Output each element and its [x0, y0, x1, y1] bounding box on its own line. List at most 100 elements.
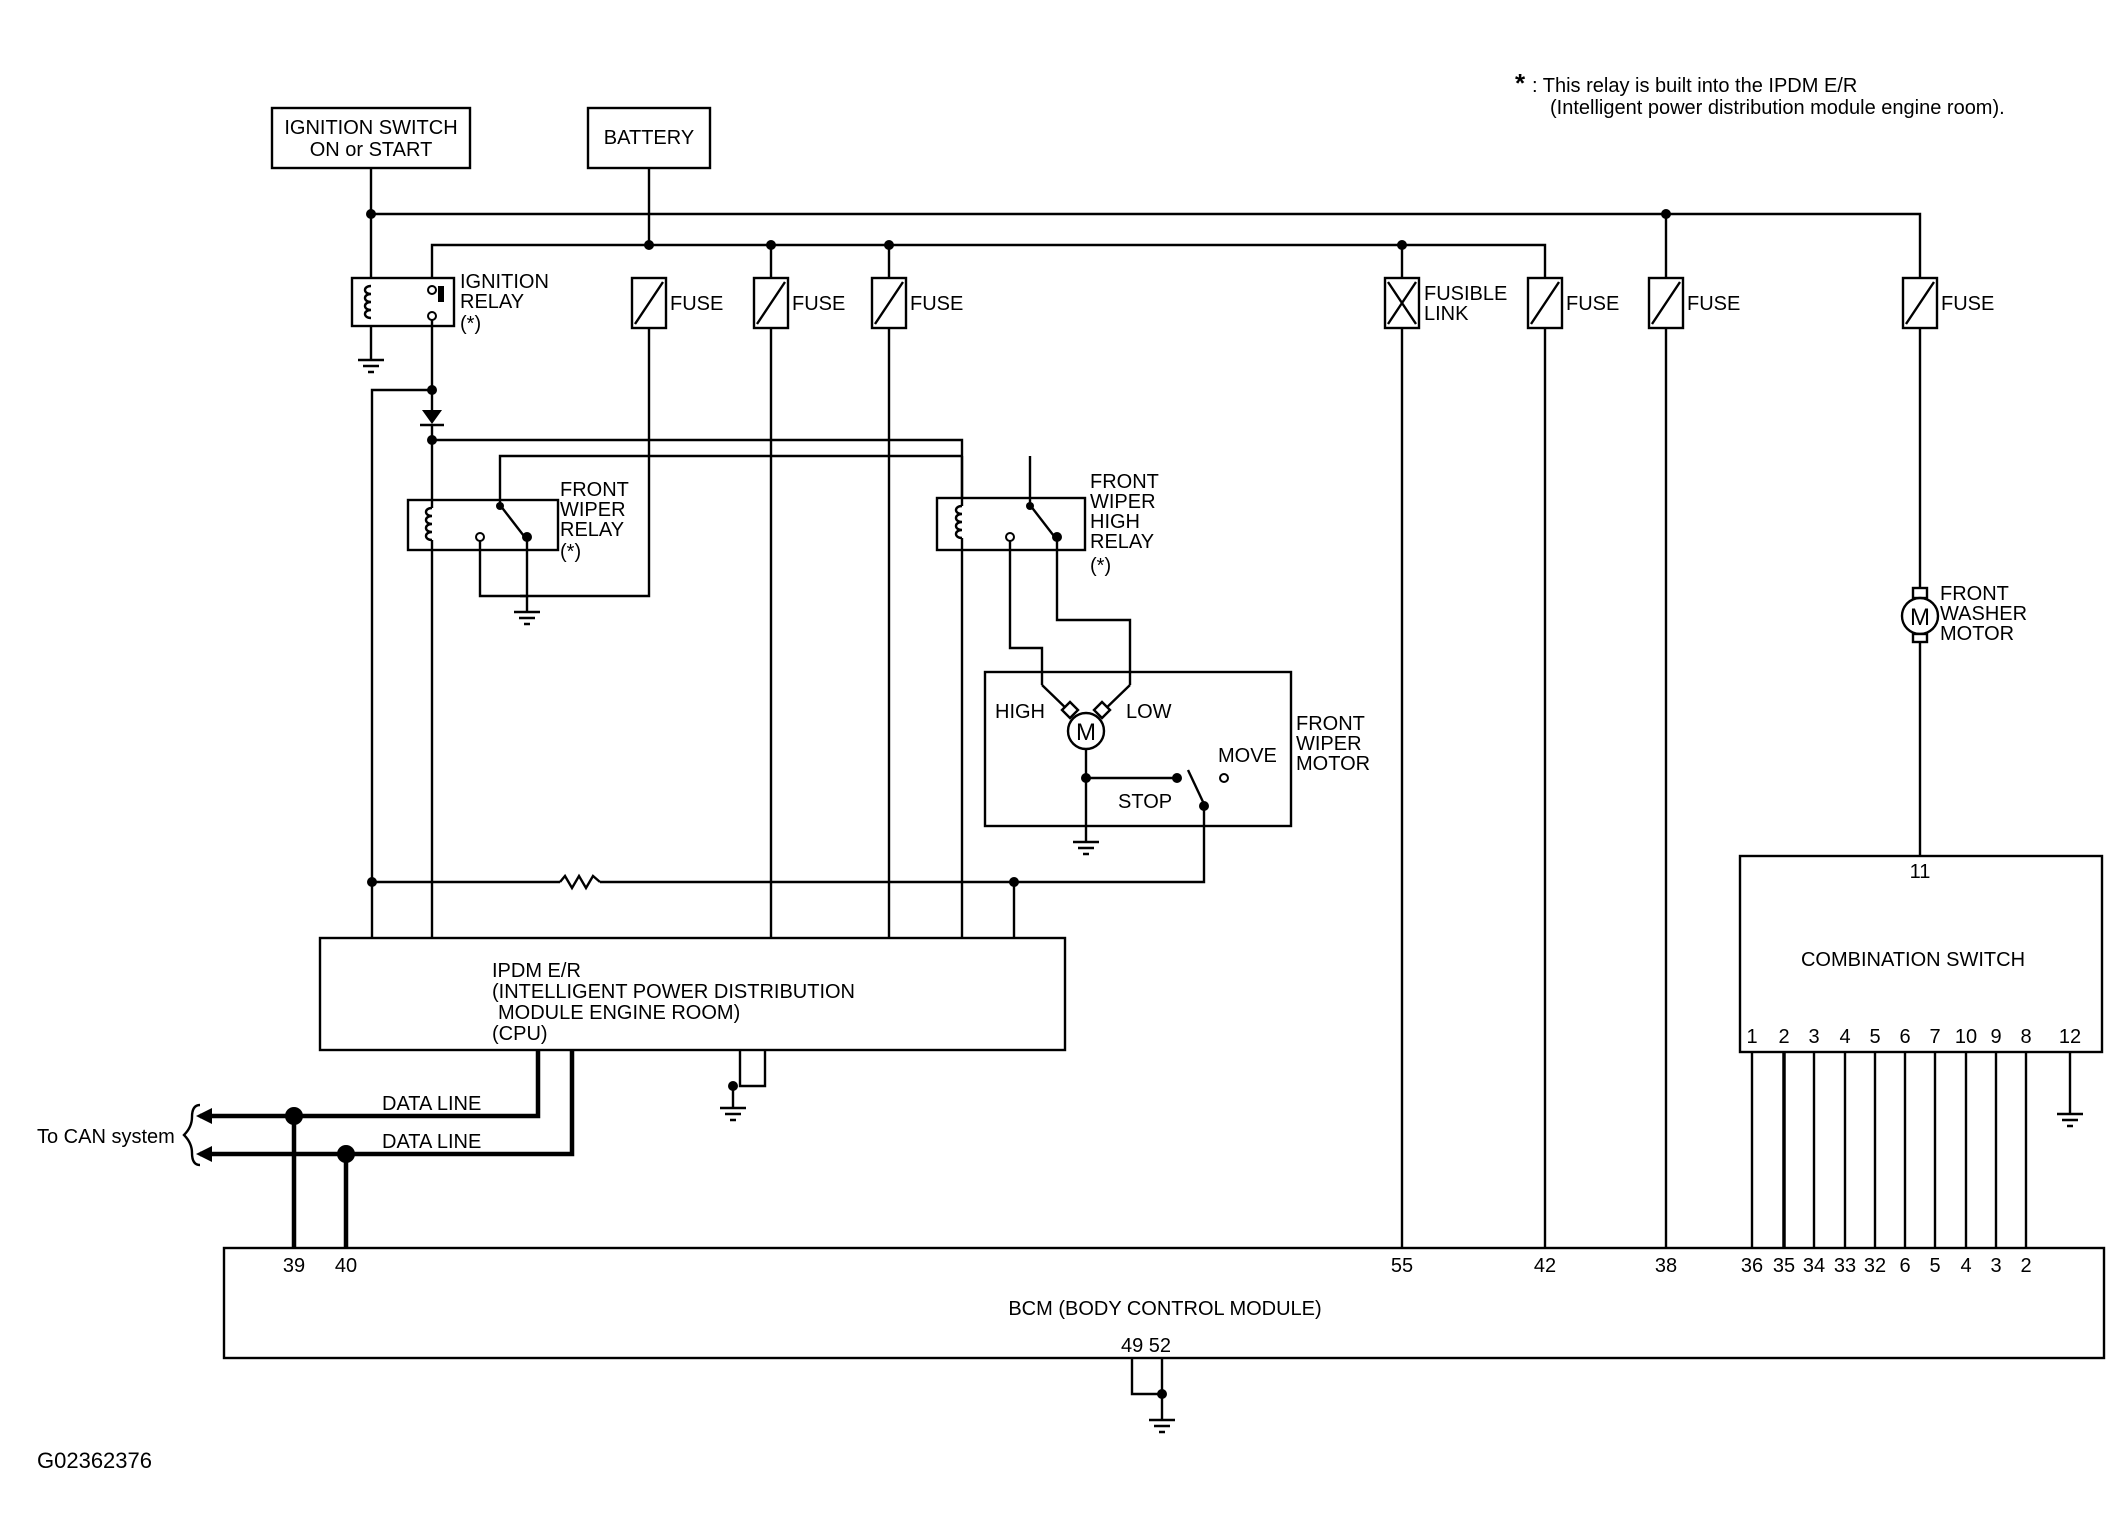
ignition-switch-line-1: IGNITION SWITCH [284, 117, 457, 139]
fuse-element [756, 281, 786, 325]
washer-motor-m: M [1910, 604, 1930, 631]
wiper-motor-low: LOW [1126, 701, 1172, 723]
ignition-bus-wire [369, 168, 1922, 278]
ignition-switch: IGNITION SWITCH ON or START [270, 106, 472, 170]
front-wiper-motor-line-3: MOTOR [1296, 753, 1370, 775]
combination-switch-pin-label: 7 [1929, 1026, 1940, 1048]
front-wiper-high-relay-coil [954, 504, 963, 540]
bcm-pin-39: 39 [283, 1255, 305, 1277]
high-brush [1060, 700, 1080, 720]
front-wiper-motor-line-2: WIPER [1296, 733, 1362, 755]
wiper-motor-high-wire [1008, 541, 1044, 685]
fuse-label: FUSE [670, 293, 723, 315]
relay-note: * : This relay is built into the IPDM E/… [1515, 68, 2005, 119]
ipdm-er: IPDM E/R (INTELLIGENT POWER DISTRIBUTION… [318, 936, 1067, 1122]
battery-box [586, 106, 712, 170]
front-washer-motor-line-1: FRONT [1940, 583, 2009, 605]
auto-stop-signal-wire [372, 806, 1206, 884]
fuse-element [1905, 281, 1935, 325]
low-brush [1092, 700, 1112, 720]
bcm-title: BCM (BODY CONTROL MODULE) [1008, 1298, 1321, 1320]
front-wiper-motor-box [983, 670, 1293, 828]
contact-terminal [427, 285, 437, 295]
fuse-label: FUSE [910, 293, 963, 315]
auto-stop-switch-arm [1186, 769, 1206, 805]
ipdm-feed-wire [370, 388, 432, 938]
front-wiper-relay-coil [424, 506, 433, 542]
can-data-lines: To CAN system DATA LINE DATA LINE [37, 1050, 575, 1248]
ground-symbol [1073, 778, 1099, 856]
junction-dot [644, 240, 654, 250]
bcm-pin-label: 38 [1655, 1255, 1677, 1277]
fuse-label: FUSE [1566, 293, 1619, 315]
combination-switch-ground [2057, 1052, 2083, 1128]
ignition-switch-line-2: ON or START [310, 139, 433, 161]
combination-switch-title: COMBINATION SWITCH [1801, 949, 2025, 971]
combination-switch-pin-label: 2 [1778, 1026, 1789, 1048]
combination-switch-pin-label: 8 [2020, 1026, 2031, 1048]
front-wiper-high-relay-switch-arm [1029, 504, 1058, 541]
fuses: FUSE FUSE FUSE FUSIBLE LINK FUSE FUSE FU… [520, 214, 1994, 1248]
front-washer-motor: M FRONT WASHER MOTOR [1900, 583, 2027, 645]
ground-symbol [358, 326, 384, 374]
contact-terminal [1005, 532, 1015, 542]
combination-switch-pin-label: 6 [1899, 1026, 1910, 1048]
bcm-pin-label: 35 [1773, 1255, 1795, 1277]
fuse-element [634, 281, 664, 325]
can-system-label: To CAN system [37, 1126, 175, 1148]
bcm-pin-label: 36 [1741, 1255, 1763, 1277]
front-wiper-relay-loop [478, 541, 529, 598]
bcm-pin-label: 2 [2020, 1255, 2031, 1277]
ipdm-er-box [318, 936, 1067, 1052]
ignition-relay: IGNITION RELAY (*) [350, 214, 964, 938]
junction-dot [367, 877, 377, 887]
front-wiper-relay-line-2: WIPER [560, 499, 626, 521]
front-wiper-high-relay-line-3: HIGH [1090, 511, 1140, 533]
bcm-pin-label: 6 [1899, 1255, 1910, 1277]
note-symbol: * [1515, 68, 1526, 98]
fuse-label: FUSE [792, 293, 845, 315]
bcm-ground [1130, 1358, 1175, 1434]
ipdm-line-4: (CPU) [492, 1023, 548, 1045]
front-washer-motor-line-2: WASHER [1940, 603, 2027, 625]
wiper-motor-move: MOVE [1218, 745, 1277, 767]
data-line-2 [200, 1050, 575, 1157]
ignition-relay-contact [438, 286, 444, 302]
combination-switch-pin-label: 9 [1990, 1026, 2001, 1048]
resistor-symbol [559, 873, 601, 891]
fuse-element [874, 281, 904, 325]
fuse-label: FUSE [1941, 293, 1994, 315]
battery-label: BATTERY [604, 127, 694, 149]
bcm-box [222, 1246, 2106, 1360]
switch-contact [1052, 532, 1062, 542]
combination-switch-pin-label: 1 [1746, 1026, 1757, 1048]
ignition-relay-line-3: (*) [460, 313, 481, 335]
front-wiper-relay-line-3: RELAY [560, 519, 624, 541]
bcm-pin-label: 32 [1864, 1255, 1886, 1277]
ipdm-line-3: MODULE ENGINE ROOM) [498, 1002, 740, 1024]
front-wiper-high-relay-line-2: WIPER [1090, 491, 1156, 513]
front-wiper-relay-line-1: FRONT [560, 479, 629, 501]
bcm-pin-label: 5 [1929, 1255, 1940, 1277]
bcm-pin-label: 55 [1391, 1255, 1413, 1277]
bcm-pin-label: 4 [1960, 1255, 1971, 1277]
diode-symbol [422, 410, 442, 424]
wiper-motor-stop: STOP [1118, 791, 1172, 813]
bcm-pin-label: 42 [1534, 1255, 1556, 1277]
resistor-gap [560, 872, 600, 892]
contact-terminal [475, 532, 485, 542]
can-brace [182, 1103, 201, 1167]
front-wiper-high-relay-line-1: FRONT [1090, 471, 1159, 493]
washer-motor-brush [1911, 632, 1929, 644]
ignition-relay-line-2: RELAY [460, 291, 524, 313]
ipdm-ground [720, 1050, 767, 1122]
wiper-motor-m: M [1076, 719, 1096, 746]
fuse1-output-wire [520, 328, 651, 598]
battery-bus-wire [430, 168, 1547, 284]
combination-switch-pin-label: 12 [2059, 1026, 2081, 1048]
